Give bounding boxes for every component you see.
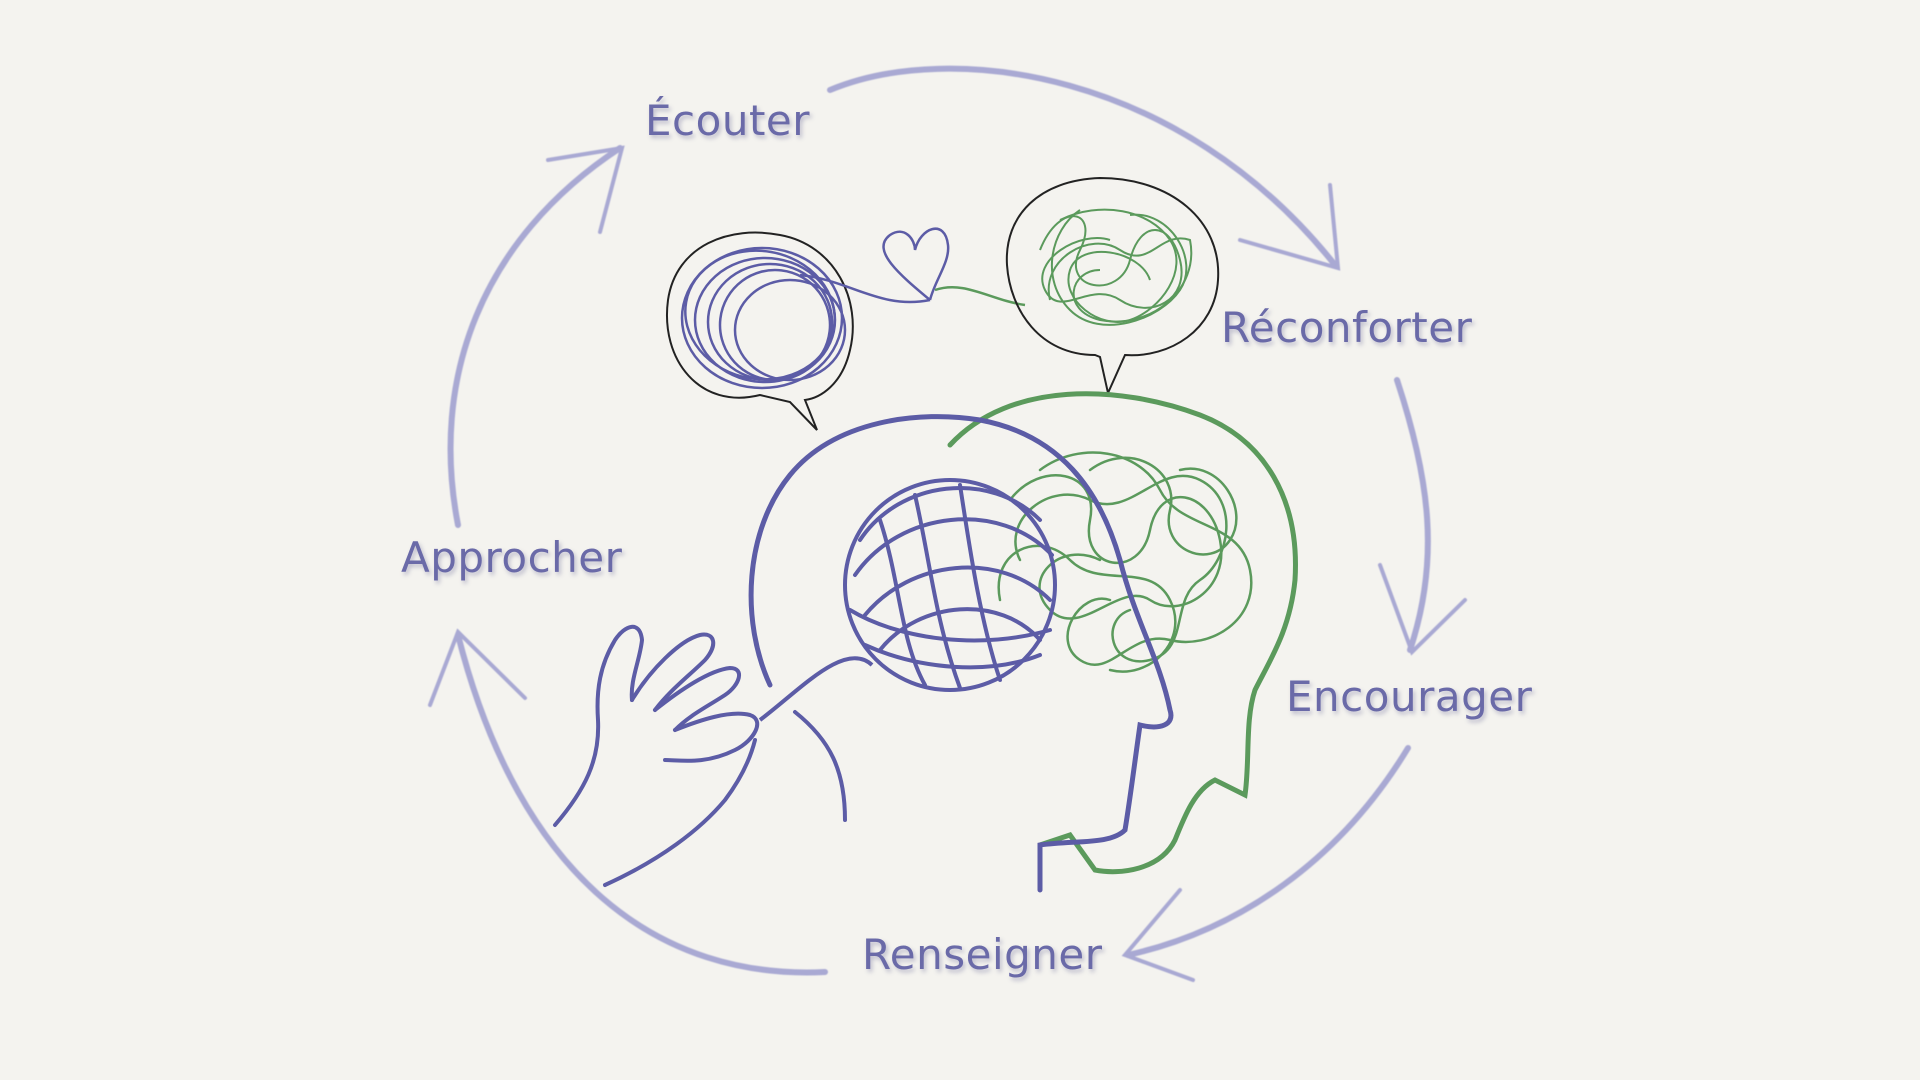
head-profile-icon [947,391,1298,875]
speech-bubble-blue [666,231,931,431]
head-profile-green [947,391,1298,875]
blue-thread [799,273,931,304]
cycle-arrow-5 [447,145,623,528]
heart-icon [882,227,950,301]
green-tangle-small [1039,208,1193,326]
arrow-head-2 [1378,563,1467,656]
speech-bubble-icon [1005,176,1220,397]
step-label-renseigner: Renseigner [862,930,1103,979]
green-tangle-head [997,451,1253,673]
head-profile-blue [748,414,1174,893]
arrow-head-3 [1121,888,1195,982]
step-label-reconforter: Réconforter [1221,303,1473,352]
step-label-approcher: Approcher [401,533,623,582]
cycle-arrows [428,65,1467,982]
hand-icon [553,624,760,887]
green-thread [934,285,1026,307]
head-profile-icon [748,414,1174,893]
neck-line [793,710,847,822]
step-label-ecouter: Écouter [645,96,811,145]
cycle-arrow-3 [1125,745,1411,958]
cycle-arrow-2 [1394,377,1431,653]
yarn-ball-icon [843,478,1057,692]
blue-scribble [680,246,847,390]
speech-bubble-green [1005,176,1220,397]
cycle-arrow-4 [455,632,828,976]
arrow-head-4 [428,628,527,707]
step-label-encourager: Encourager [1286,672,1533,721]
yarn-thread [758,656,874,722]
arrow-head-1 [1238,183,1341,271]
speech-bubble-icon [666,231,854,431]
cycle-arrow-1 [827,65,1338,268]
arrow-head-5 [546,145,625,234]
